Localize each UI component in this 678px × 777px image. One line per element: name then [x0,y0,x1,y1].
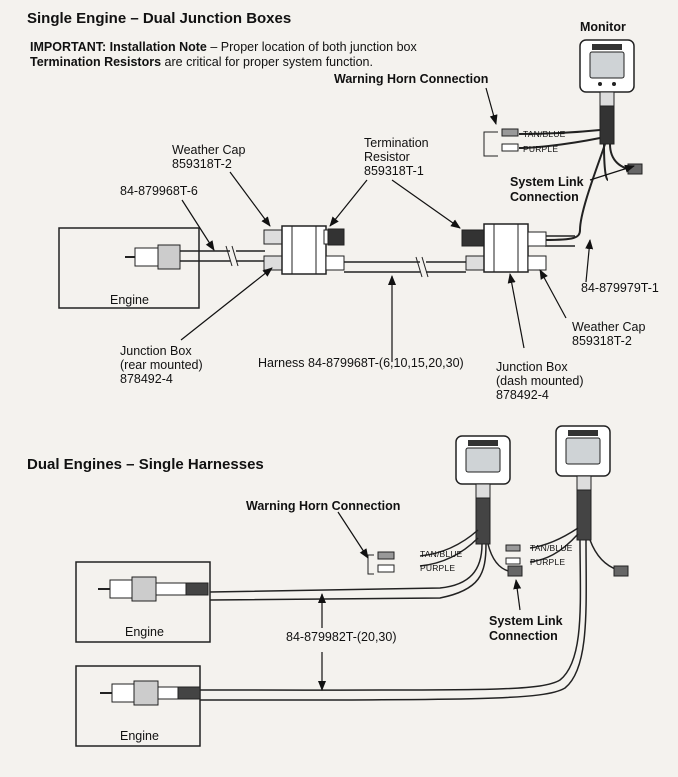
bottom-engine-box-1 [75,561,211,643]
bottom-purple-right-label: PURPLE [530,557,566,567]
top-section-title: Single Engine – Dual Junction Boxes [27,10,292,27]
system-link-plug-left [507,565,523,577]
termination-label-1: Termination [364,136,429,150]
junction-box-dash-label-1: Junction Box [496,360,568,374]
top-engine-label: Engine [110,293,149,307]
bottom-engine-box-2 [75,665,201,747]
bottom-horn-leads-right [505,544,521,565]
bottom-callout-arrows [318,511,522,691]
termination-note-text: are critical for proper system function. [161,55,373,69]
system-link-plug-top [627,163,643,175]
termination-resistor-left [327,228,345,246]
junction-box-rear-label-2: (rear mounted) [120,358,203,372]
top-engine-box [58,227,200,309]
installation-note-text: – Proper location of both junction box [206,40,417,54]
bottom-monitor-right [555,425,611,541]
bottom-tan-blue-left-label: TAN/BLUE [420,549,463,559]
bottom-engine-1-label: Engine [125,625,164,639]
top-purple-label: PURPLE [523,144,559,154]
junction-box-dash [461,223,547,273]
termination-label-2: Resistor [364,150,410,164]
junction-box-dash-label-3: 878492-4 [496,388,549,402]
top-tan-blue-label: TAN/BLUE [523,129,566,139]
weather-cap-left-label-1: Weather Cap [172,143,246,157]
bottom-horn-leads-left [367,551,395,575]
bottom-section-title: Dual Engines – Single Harnesses [27,456,264,473]
top-monitor [579,39,635,107]
bottom-engine-2-label: Engine [120,729,159,743]
main-harness-label: Harness 84-879968T-(6,10,15,20,30) [258,356,464,370]
engine-harness-label: 84-879968T-6 [120,184,198,198]
top-callout-arrows [180,87,635,362]
junction-box-rear-label-3: 878492-4 [120,372,173,386]
top-monitor-cable [518,105,639,241]
top-harness-lines [180,235,575,278]
bottom-system-link-label-1: System Link [489,614,563,628]
monitor-label: Monitor [580,20,626,34]
bottom-purple-left-label: PURPLE [420,563,456,573]
top-system-link-label-2: Connection [510,190,579,204]
bottom-harness-label: 84-879982T-(20,30) [286,630,397,644]
installation-note-bold: IMPORTANT: Installation Note [30,40,207,54]
installation-note-line-1: IMPORTANT: Installation Note – Proper lo… [30,40,417,54]
installation-note-line-2: Termination Resistors are critical for p… [30,55,373,69]
top-horn-leads [483,128,519,157]
bottom-monitor-left [455,435,511,545]
system-link-plug-right [613,565,629,577]
weather-cap-left-label-2: 859318T-2 [172,157,232,171]
termination-note-bold: Termination Resistors [30,55,162,69]
weather-cap-right-label-2: 859318T-2 [572,334,632,348]
top-warning-horn-label: Warning Horn Connection [334,72,489,86]
termination-label-3: 859318T-1 [364,164,424,178]
weather-cap-right-label-1: Weather Cap [572,320,646,334]
junction-box-rear-label-1: Junction Box [120,344,192,358]
right-harness-label: 84-879979T-1 [581,281,659,295]
top-system-link-label-1: System Link [510,175,584,189]
bottom-system-link-label-2: Connection [489,629,558,643]
bottom-cables [199,527,619,701]
junction-box-dash-label-2: (dash mounted) [496,374,584,388]
bottom-warning-horn-label: Warning Horn Connection [246,499,401,513]
bottom-tan-blue-right-label: TAN/BLUE [530,543,573,553]
